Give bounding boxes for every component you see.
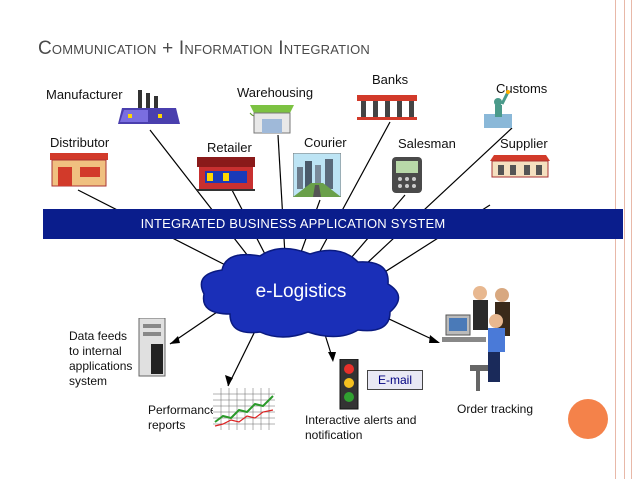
traffic-light-icon xyxy=(339,359,359,410)
integration-band: INTEGRATED BUSINESS APPLICATION SYSTEM xyxy=(43,209,623,239)
label-manufacturer: Manufacturer xyxy=(46,87,123,102)
line-customs xyxy=(364,127,513,266)
accent-circle xyxy=(568,399,608,439)
integration-band-label: INTEGRATED BUSINESS APPLICATION SYSTEM xyxy=(140,216,446,231)
line-manufacturer xyxy=(149,129,256,266)
chart-report-icon xyxy=(213,388,275,430)
label-courier: Courier xyxy=(304,135,347,150)
line-performance xyxy=(227,324,259,387)
data-feeds-line-3: applications xyxy=(69,359,133,373)
data-feeds-line-2: to internal xyxy=(69,344,122,358)
alerts-line-1: Interactive alerts and xyxy=(305,413,417,427)
warehouse-icon xyxy=(249,105,294,134)
alerts-line-2: notification xyxy=(305,428,363,442)
label-retailer: Retailer xyxy=(207,140,252,155)
bank-icon xyxy=(357,95,417,120)
edge-line-3 xyxy=(631,0,632,479)
edge-line-2 xyxy=(624,0,625,479)
data-feeds-line-1: Data feeds xyxy=(69,329,128,343)
courier-icon xyxy=(293,153,341,197)
supplier-icon xyxy=(490,155,550,178)
arrow-alerts xyxy=(328,352,336,362)
arrow-order xyxy=(429,335,440,343)
factory-icon xyxy=(118,90,180,124)
label-order-tracking: Order tracking xyxy=(457,402,534,416)
label-alerts: Interactive alerts and notification xyxy=(305,413,416,443)
statue-icon xyxy=(484,90,512,128)
performance-line-2: reports xyxy=(148,418,186,432)
label-performance: Performance reports xyxy=(148,403,217,433)
arrow-datafeeds xyxy=(170,336,180,344)
label-data-feeds: Data feeds to internal applications syst… xyxy=(69,329,132,389)
performance-line-1: Performance xyxy=(148,403,217,417)
distributor-icon xyxy=(50,153,108,187)
label-distributor: Distributor xyxy=(50,135,110,150)
label-banks: Banks xyxy=(372,72,409,87)
hub-label: e-Logistics xyxy=(255,281,347,302)
label-supplier: Supplier xyxy=(500,136,548,151)
email-badge: E-mail xyxy=(367,370,423,390)
edge-line-1 xyxy=(615,0,616,479)
arrow-performance xyxy=(225,375,233,386)
cloud-hub xyxy=(200,247,400,338)
pager-icon xyxy=(392,157,422,193)
retailer-icon xyxy=(197,157,255,191)
label-salesman: Salesman xyxy=(398,136,456,151)
page-title: Communication + Information Integration xyxy=(38,38,370,59)
data-feeds-line-4: system xyxy=(69,374,108,388)
server-icon xyxy=(138,318,166,377)
people-workstation-icon xyxy=(442,286,510,391)
label-warehousing: Warehousing xyxy=(237,85,314,100)
